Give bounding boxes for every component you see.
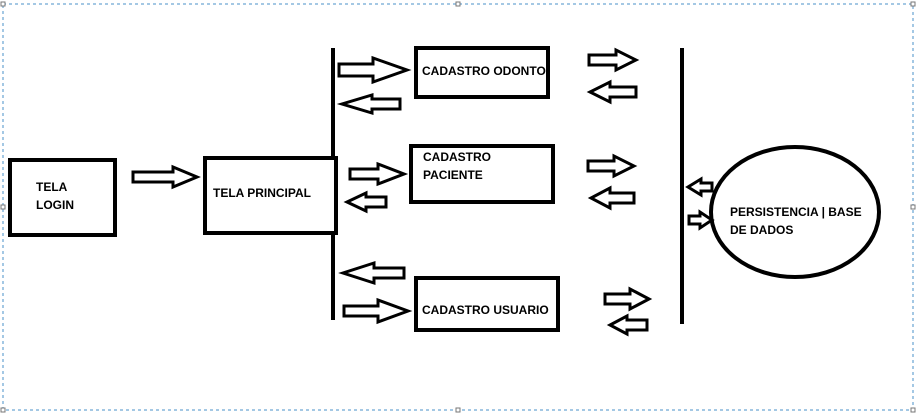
tela-login-box <box>8 158 117 237</box>
cadastro-odonto-label: CADASTRO ODONTO <box>422 64 546 78</box>
cadastro-paciente-box <box>409 144 555 204</box>
arrow-left-db-to-paciente <box>587 185 636 211</box>
tela-login-label: TELA LOGIN <box>36 180 74 212</box>
arrow-right-bus-to-persistencia <box>687 209 715 231</box>
persistencia-ellipse <box>709 145 881 279</box>
arrow-left-db-to-usuario <box>606 313 649 337</box>
arrow-right-to-odonto <box>337 55 412 85</box>
arrow-left-persistencia-to-bus <box>685 176 714 198</box>
arrow-right-to-usuario <box>342 297 413 325</box>
tela-principal-box <box>203 156 338 235</box>
arrow-left-from-odonto <box>336 92 402 116</box>
arrow-right-login-principal <box>131 164 201 190</box>
cadastro-usuario-label: CADASTRO USUARIO <box>422 303 549 317</box>
arrow-right-paciente-to-db <box>586 153 638 179</box>
arrow-left-from-usuario <box>338 260 406 286</box>
cadastro-odonto-box <box>414 46 550 99</box>
persistencia-label: PERSISTENCIA | BASE DE DADOS <box>730 205 862 237</box>
tela-principal-label: TELA PRINCIPAL <box>213 186 311 200</box>
arrow-right-odonto-to-db <box>587 47 640 73</box>
arrow-right-usuario-to-db <box>603 286 653 312</box>
arrow-left-from-paciente <box>343 190 388 214</box>
arrow-left-db-to-odonto <box>586 79 638 105</box>
arrow-right-to-paciente <box>348 161 409 187</box>
cadastro-usuario-box <box>414 276 560 332</box>
cadastro-paciente-label: CADASTRO PACIENTE <box>423 150 491 182</box>
